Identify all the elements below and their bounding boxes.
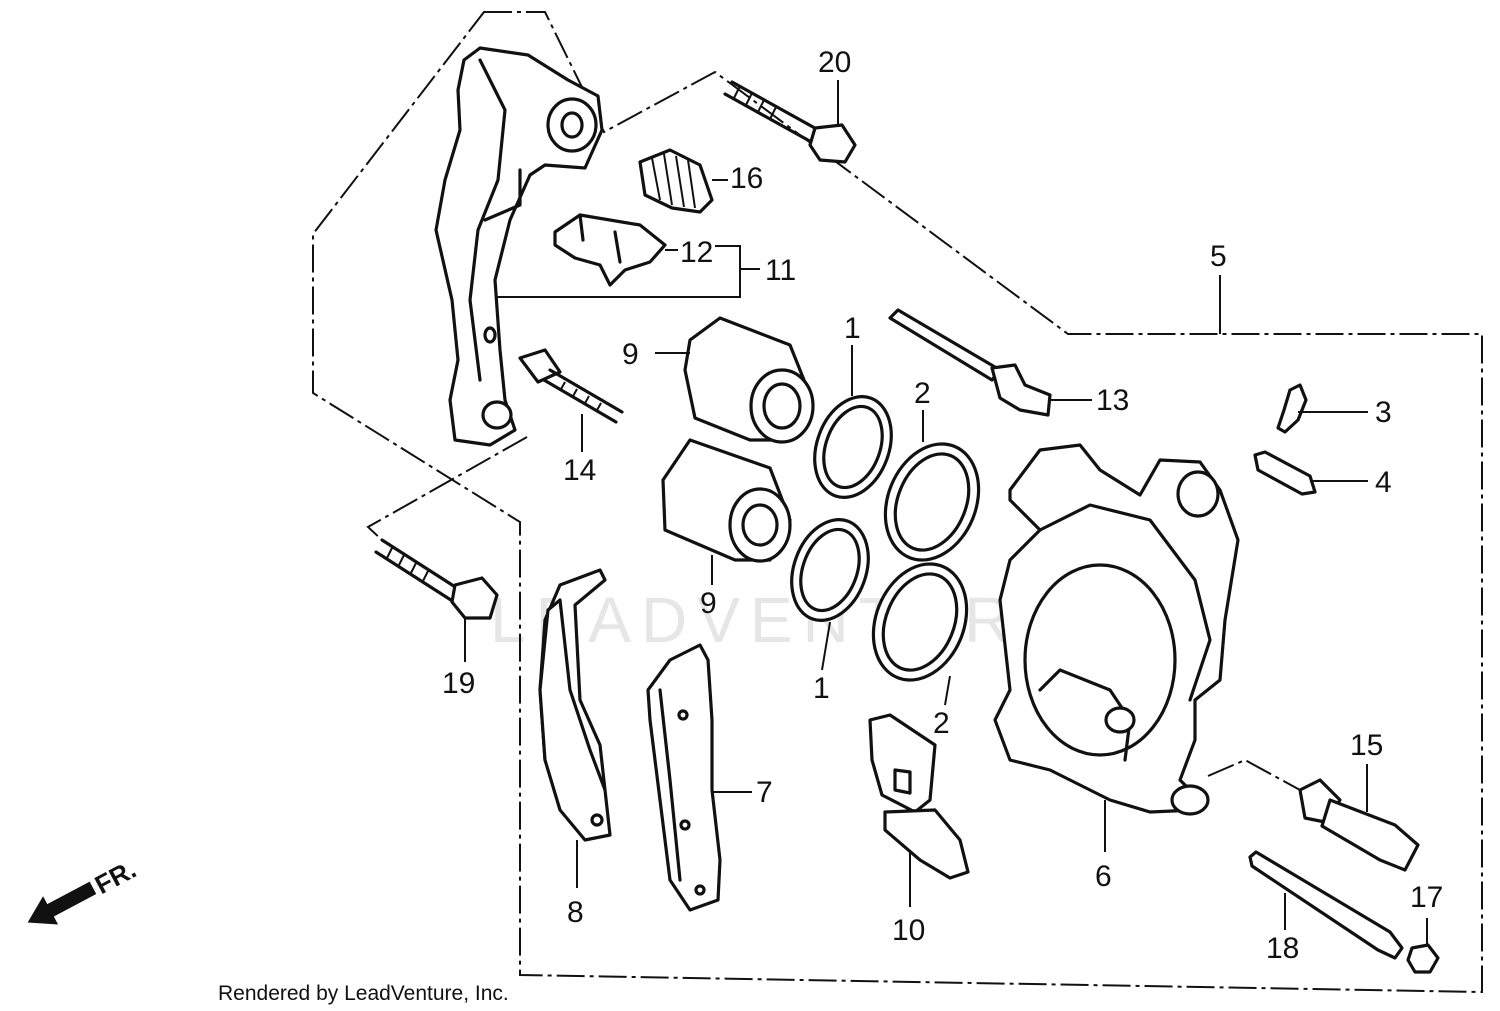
dust-seal-2-upper	[883, 442, 981, 562]
callout-19: 19	[442, 667, 475, 700]
callout-3: 3	[1375, 396, 1392, 429]
front-direction-arrow: FR.	[27, 854, 141, 925]
retainer-clip-12	[553, 213, 667, 287]
dust-seal-2-lower	[871, 562, 969, 682]
brake-pad-7	[646, 643, 722, 912]
callout-9-lower: 9	[700, 587, 717, 620]
pin-bolt-14	[518, 348, 624, 424]
bleeder-screw-3	[1276, 383, 1308, 434]
clip-17	[1406, 943, 1440, 974]
callout-12: 12	[680, 236, 713, 269]
pad-pin-18	[1248, 850, 1404, 960]
bleeder-cap-4	[1253, 450, 1317, 496]
callout-11: 11	[765, 254, 796, 287]
piston-9-lower	[661, 438, 792, 563]
callout-15: 15	[1350, 729, 1383, 762]
callouts: 20 16 12 11 5 9 1 2 13 3 4 14 9 1 2 19 1…	[442, 46, 1443, 965]
pin-bolt-13	[888, 308, 1052, 417]
bolt-19	[374, 538, 499, 620]
callout-6: 6	[1095, 860, 1112, 893]
callout-13: 13	[1096, 384, 1129, 417]
piston-9-upper	[683, 316, 815, 444]
slide-pin-15	[1298, 778, 1420, 872]
piston-seal-1-lower	[790, 518, 870, 622]
credit-footer: Rendered by LeadVenture, Inc.	[218, 982, 509, 1005]
caliper-body-6	[993, 443, 1240, 816]
callout-16: 16	[730, 162, 763, 195]
callout-1-lower: 1	[813, 672, 830, 705]
callout-18: 18	[1266, 932, 1299, 965]
leader-lines	[464, 80, 1428, 944]
callout-17: 17	[1410, 881, 1443, 914]
front-label: FR.	[90, 854, 141, 900]
callout-2-upper: 2	[914, 377, 931, 410]
group-bracket-11	[493, 245, 741, 298]
callout-7: 7	[756, 776, 773, 809]
callout-2-lower: 2	[933, 707, 950, 740]
callout-1-upper: 1	[844, 312, 861, 345]
spring-16	[638, 148, 714, 214]
callout-10: 10	[892, 914, 925, 947]
bolt-20	[723, 80, 857, 164]
caliper-bracket	[434, 46, 604, 447]
callout-5: 5	[1210, 240, 1227, 273]
pin-link-15	[1207, 758, 1301, 791]
callout-8: 8	[567, 896, 584, 929]
piston-seal-1-upper	[813, 395, 893, 499]
bolt-link-19	[366, 436, 528, 541]
callout-4: 4	[1375, 466, 1392, 499]
callout-14: 14	[563, 454, 596, 487]
callout-20: 20	[818, 46, 851, 79]
pad-spring-10	[868, 713, 970, 880]
callout-9-upper: 9	[622, 338, 639, 371]
brake-pad-8	[538, 568, 612, 842]
